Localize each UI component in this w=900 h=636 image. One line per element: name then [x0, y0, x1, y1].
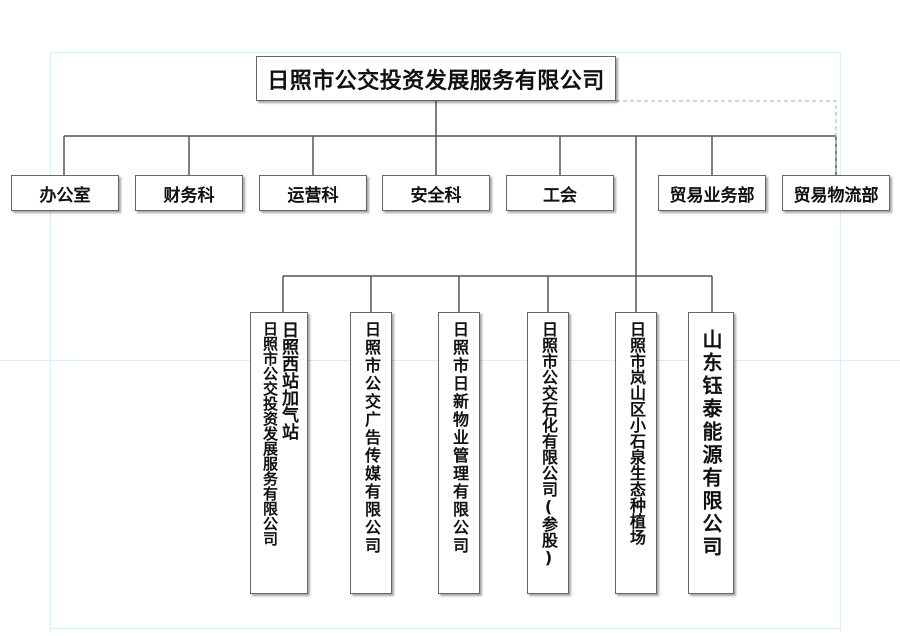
root-company-box: 日照市公交投资发展服务有限公司 [256, 56, 616, 101]
subsidiary-name: 日照市公交石化有限公司(参股) [539, 321, 558, 567]
guide-line [50, 52, 51, 632]
dept-safety: 安全科 [382, 175, 490, 211]
dept-label: 贸易物流部 [793, 185, 879, 206]
dept-label: 财务科 [163, 185, 215, 206]
dept-label: 运营科 [287, 185, 339, 206]
subsidiary-box-energy: 山东钰泰能源有限公司 [688, 312, 734, 594]
guide-line [50, 52, 840, 53]
dept-union: 工会 [506, 175, 614, 211]
subsidiary-box-petrochem: 日照市公交石化有限公司(参股) [527, 312, 569, 594]
subsidiary-name: 日照市公交广告传媒有限公司 [362, 321, 381, 555]
dept-trade-business: 贸易业务部 [658, 175, 766, 211]
subsidiary-name: 日照市公交投资发展服务有限公司 [261, 321, 279, 546]
dept-label: 工会 [543, 185, 577, 206]
dept-office: 办公室 [11, 175, 119, 211]
dept-label: 贸易业务部 [669, 185, 755, 206]
dept-label: 安全科 [410, 185, 462, 206]
guide-line [50, 628, 840, 629]
dept-finance: 财务科 [135, 175, 243, 211]
root-company-title: 日照市公交投资发展服务有限公司 [267, 68, 605, 94]
subsidiary-box-advertising: 日照市公交广告传媒有限公司 [350, 312, 392, 594]
subsidiary-name: 日照市岚山区小石泉生态种植场 [627, 321, 646, 545]
subsidiary-name: 日照市日新物业管理有限公司 [450, 321, 469, 555]
subsidiary-name: 山东钰泰能源有限公司 [699, 329, 723, 559]
subsidiary-box-plantation: 日照市岚山区小石泉生态种植场 [615, 312, 657, 594]
guide-line [840, 52, 841, 632]
dept-operations: 运营科 [259, 175, 367, 211]
dept-label: 办公室 [39, 185, 91, 206]
dept-trade-logistics: 贸易物流部 [782, 175, 890, 211]
subsidiary-subname: 日照西站加气站 [278, 321, 298, 440]
subsidiary-box-xizhan: 日照市公交投资发展服务有限公司 日照西站加气站 [250, 312, 308, 594]
dashed-connector [616, 100, 837, 175]
subsidiary-box-property: 日照市日新物业管理有限公司 [438, 312, 480, 594]
